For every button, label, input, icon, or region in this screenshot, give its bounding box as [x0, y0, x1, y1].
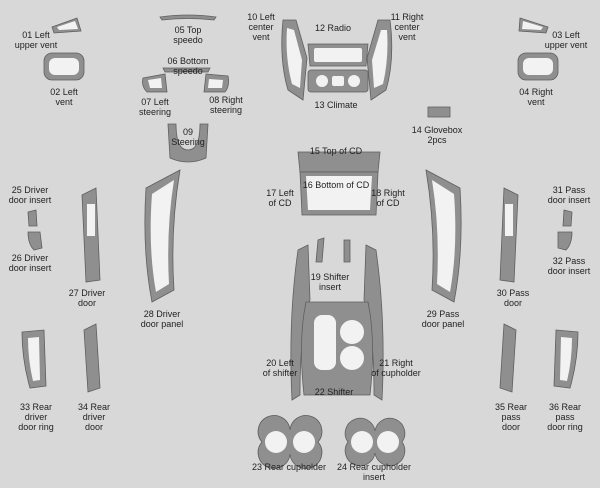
part-05-top-speedo [159, 14, 217, 21]
part-31-pass-door-insert [562, 209, 573, 227]
label-16-bottom-of-cd: 16 Bottom of CD [302, 180, 370, 190]
part-14-glovebox [427, 106, 451, 118]
part-32-pass-door-insert [557, 231, 573, 251]
label-13-climate: 13 Climate [314, 100, 358, 110]
label-15-top-of-cd: 15 Top of CD [309, 146, 363, 156]
part-23-rear-cupholder [257, 415, 323, 469]
part-24-rear-cupholder-insert [344, 417, 406, 467]
label-12-radio: 12 Radio [314, 23, 352, 33]
part-25-driver-door-insert [27, 209, 38, 227]
part-26-driver-door-insert [27, 231, 43, 251]
part-19-shifter-insert [315, 237, 325, 263]
label-22-shifter: 22 Shifter [314, 387, 354, 397]
part-35-rear-pass-door [499, 323, 517, 393]
part-09-steering [167, 123, 209, 163]
label-23-rear-cupholder: 23 Rear cupholder [251, 462, 327, 472]
part-22-shifter [301, 301, 373, 396]
part-34-rear-driver-door [83, 323, 101, 393]
part-19b-shifter-insert-strip [343, 239, 351, 263]
part-06-bottom-speedo [162, 67, 211, 73]
